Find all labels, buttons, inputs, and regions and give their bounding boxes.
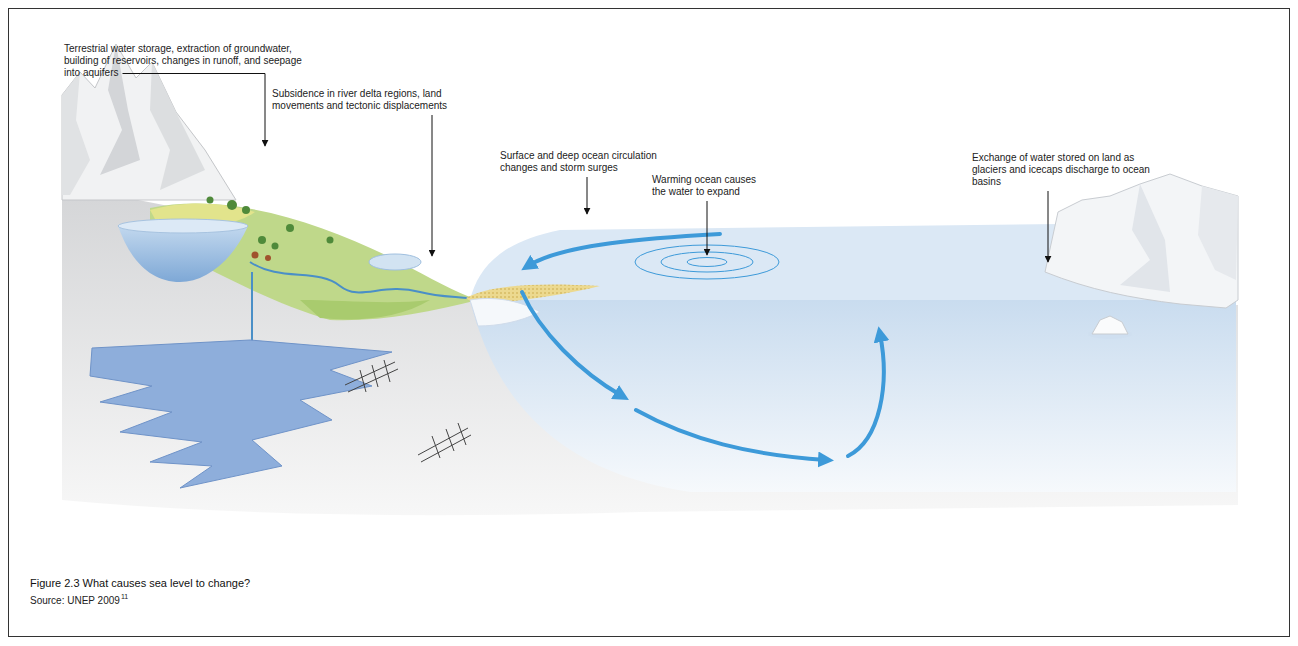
- mountain-shadow: [150, 62, 205, 190]
- house: [265, 255, 271, 261]
- circulation-arrow: [636, 410, 826, 460]
- ice-shadow: [1198, 186, 1238, 280]
- reservoir-bowl: [118, 226, 248, 282]
- tree: [207, 197, 214, 204]
- fault-symbols: [345, 360, 471, 462]
- callout-label: Terrestrial water storage, extraction of…: [64, 43, 304, 79]
- aquifer: [90, 340, 392, 488]
- leader-line: [587, 177, 588, 214]
- callout-label: Warming ocean causes the water to expand: [652, 174, 767, 198]
- tree: [327, 237, 334, 244]
- grassland-shade: [300, 300, 430, 319]
- glacier: [1045, 174, 1238, 339]
- figure-frame: [9, 9, 1290, 637]
- figure-caption: Figure 2.3 What causes sea level to chan…: [30, 577, 250, 590]
- seepage-line: [251, 272, 253, 344]
- fault-line: [345, 362, 398, 392]
- tree: [227, 200, 237, 210]
- callout-label: Surface and deep ocean circulation chang…: [500, 150, 675, 174]
- leader-line: [707, 201, 708, 255]
- callout-label: Exchange of water stored on land as glac…: [972, 152, 1167, 188]
- footnote-number: 11: [121, 593, 128, 601]
- fault-line: [418, 428, 471, 462]
- tree: [286, 224, 294, 232]
- callout-label: Subsidence in river delta regions, land …: [272, 88, 487, 112]
- tree: [258, 236, 266, 244]
- fault-ticks: [432, 423, 466, 458]
- circulation-arrows: [522, 234, 884, 460]
- tree: [242, 206, 250, 214]
- fault-ticks: [360, 360, 390, 392]
- ring: [687, 258, 727, 267]
- circulation-arrow: [522, 292, 622, 396]
- source-note: Source: UNEP 2009: [30, 595, 120, 607]
- leader-line: [1048, 191, 1049, 262]
- small-lake: [369, 254, 421, 270]
- reservoir-surface: [118, 219, 248, 233]
- trees: [207, 197, 334, 262]
- reservoir: [118, 219, 248, 282]
- ocean-body: [470, 300, 1236, 492]
- iceberg: [1092, 316, 1128, 334]
- circulation-arrow: [528, 234, 720, 266]
- circulation-arrow: [848, 334, 884, 456]
- leader-line: [432, 115, 433, 256]
- mountain-shadow: [62, 72, 90, 195]
- house: [252, 252, 259, 259]
- river: [250, 262, 482, 300]
- leader-line: [122, 74, 265, 147]
- tree: [272, 243, 279, 250]
- ice-shadow: [1120, 184, 1170, 292]
- ice-sheet: [1045, 174, 1238, 308]
